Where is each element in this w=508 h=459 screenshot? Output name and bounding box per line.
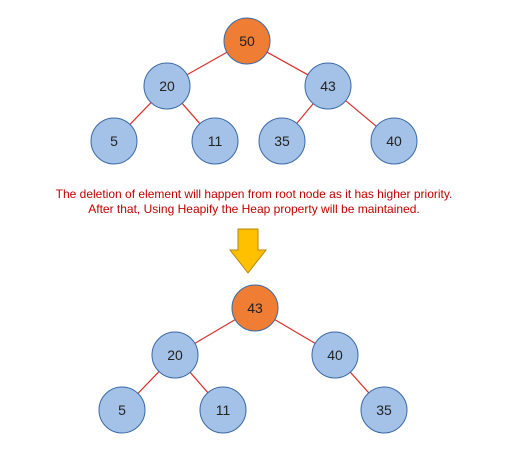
heap-after-tree: 43 20 40 5 11 35 [98,284,408,434]
node-label: 50 [239,33,255,49]
node-label: 43 [247,300,263,316]
tree-edge [266,51,309,76]
heap-root-node: 43 [231,284,279,332]
tree-edge [189,371,209,394]
node-circle [223,17,271,65]
node-label: 35 [274,133,290,149]
node-circle [98,386,146,434]
heap-node: 20 [151,331,199,379]
node-circle [370,117,418,165]
node-label: 43 [320,78,336,94]
heap-before-tree: 50 20 43 5 11 35 40 [90,17,418,165]
node-label: 5 [110,133,118,149]
node-circle [304,62,352,110]
node-circle [151,331,199,379]
node-circle [311,331,359,379]
heap-node: 40 [370,117,418,165]
node-label: 20 [159,78,175,94]
heap-root-node: 50 [223,17,271,65]
heap-node: 11 [199,386,247,434]
tree-edge [296,103,314,124]
heap-node: 40 [311,331,359,379]
node-circle [199,386,247,434]
tree-edge [137,371,160,394]
heap-node: 11 [191,117,239,165]
caption-line-1: The deletion of element will happen from… [55,187,453,201]
tree-edge [345,100,377,127]
heap-node: 5 [98,386,146,434]
heap-node: 20 [143,62,191,110]
heap-node: 35 [360,386,408,434]
node-circle [360,386,408,434]
node-label: 11 [208,133,223,149]
node-circle [258,117,306,165]
heap-node: 35 [258,117,306,165]
node-label: 35 [376,402,392,418]
caption-line-2: After that, Using Heapify the Heap prope… [88,202,420,216]
node-circle [143,62,191,110]
tree-edge [186,51,228,76]
node-circle [191,117,239,165]
node-label: 11 [216,402,231,418]
node-label: 40 [386,133,402,149]
tree-edge [129,102,152,125]
tree-edge [274,319,316,344]
node-label: 40 [327,347,343,363]
node-circle [90,117,138,165]
node-label: 5 [118,402,126,418]
node-label: 20 [167,347,183,363]
tree-edge [194,319,236,344]
heap-node: 43 [304,62,352,110]
heap-node: 5 [90,117,138,165]
tree-edge [181,102,201,125]
tree-edge [349,371,370,394]
node-circle [231,284,279,332]
down-arrow-icon [228,228,268,274]
